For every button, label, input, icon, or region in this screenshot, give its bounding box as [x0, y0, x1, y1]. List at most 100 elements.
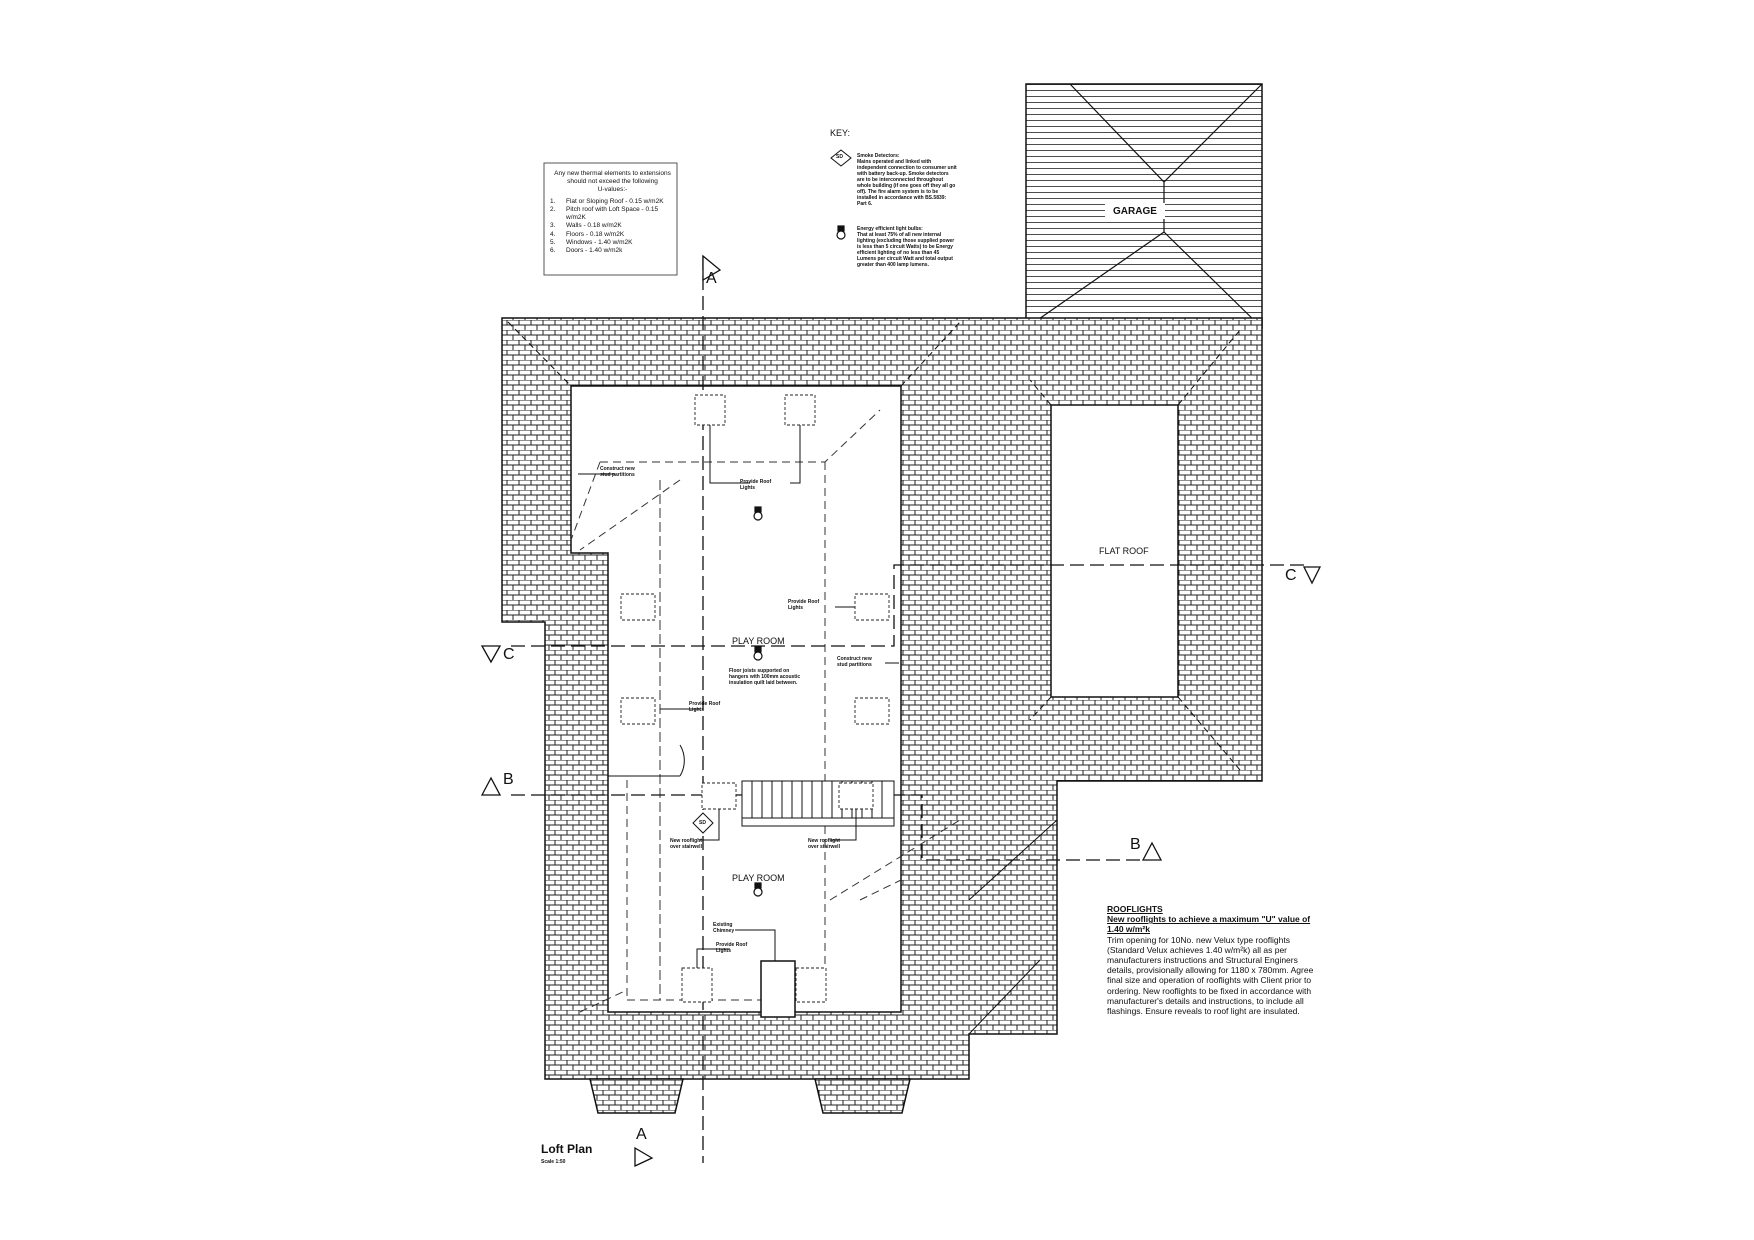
uvalue-text: Flat or Sloping Roof - 0.15 w/m2K — [566, 198, 664, 205]
uvalues-intro-line: U-values:- — [597, 186, 628, 194]
label-line: hangers with 100mm acoustic — [729, 674, 801, 680]
uvalue-num: 2. — [550, 206, 556, 214]
uvalue-text: Pitch roof with Loft Space - 0.15 — [566, 206, 659, 214]
uvalues-list: 1.Flat or Sloping Roof - 0.15 w/m2K 2. Pi… — [550, 198, 675, 255]
light-bulb-icon — [753, 646, 763, 661]
uvalue-text: w/m2K — [566, 214, 586, 222]
uvalue-item: 6.Doors - 1.40 w/m2k — [550, 247, 675, 255]
uvalue-item: 2. Pitch roof with Loft Space - 0.15 — [550, 206, 675, 214]
uvalues-intro-line: Any new thermal elements to extensions — [554, 170, 671, 177]
uvalue-item: 1.Flat or Sloping Roof - 0.15 w/m2K — [550, 198, 675, 206]
label-line: Lights — [788, 605, 803, 611]
label-line: Chimney — [713, 928, 735, 934]
uvalue-text: Windows - 1.40 w/m2K — [566, 238, 633, 246]
existing-chimney — [760, 960, 796, 1018]
section-b-left-label: B — [503, 771, 514, 788]
key-line: Part 6. — [857, 201, 873, 207]
garage-label: GARAGE — [1113, 206, 1157, 217]
key-line: independent connection to consumer unit — [857, 165, 957, 171]
leader-lines — [578, 425, 899, 968]
section-markers — [480, 254, 1322, 1168]
rooflights — [620, 394, 890, 1003]
uvalue-text: Doors - 1.40 w/m2k — [566, 246, 623, 254]
garage-roof — [1025, 83, 1263, 329]
label-line: insulation quilt laid between. — [729, 680, 798, 686]
label-line: Provide Roof — [740, 479, 772, 485]
rooflight — [701, 782, 737, 810]
drawing-title: Loft Plan — [541, 1142, 593, 1156]
rooflight — [620, 697, 656, 725]
uvalue-item: 3.Walls - 0.18 w/m2K — [550, 222, 675, 230]
play-room-lower-label: PLAY ROOM — [732, 873, 785, 883]
note-line: final size and operation of rooflights w… — [1107, 975, 1312, 986]
label-line: New rooflight — [808, 838, 840, 844]
label-line: Floor joists supported on — [729, 668, 790, 674]
key-line: with battery back-up. Smoke detectors — [857, 171, 949, 177]
key-smoke-symbol: SD — [836, 154, 843, 160]
structure-lines — [570, 409, 961, 1013]
uvalue-num: 3. — [550, 222, 556, 230]
label-line: stud partitions — [837, 662, 872, 668]
note-line: Trim opening for 10No. new Velux type ro… — [1107, 934, 1291, 945]
key-title: KEY: — [830, 128, 851, 138]
key-line: Mains operated and linked with — [857, 159, 932, 165]
key-line: off). The fire alarm system is to be — [857, 189, 939, 195]
key-smoke-detector-icon — [830, 149, 852, 167]
label-line: New rooflight — [670, 838, 702, 844]
section-a-top-label: A — [706, 270, 717, 287]
section-b-right-marker — [1141, 841, 1163, 861]
section-b-right-label: B — [1130, 836, 1141, 853]
smoke-detector-icon — [692, 812, 714, 834]
light-bulb-icons — [753, 225, 846, 897]
section-c-right-label: C — [1285, 567, 1297, 584]
key-line: whole building (if one goes off they all… — [857, 183, 956, 189]
smoke-detector-label: SD — [699, 820, 706, 826]
note-line: ordering. New rooflights to be fixed in … — [1107, 985, 1312, 996]
rooflight — [694, 394, 726, 426]
section-a-bottom-label: A — [636, 1126, 647, 1143]
section-b-left-marker — [480, 776, 502, 796]
uvalue-num: 5. — [550, 238, 556, 246]
section-c-left-label: C — [503, 646, 515, 663]
rooflight — [854, 593, 890, 621]
drawing-scale: Scale 1:50 — [541, 1159, 566, 1165]
section-c-right-marker — [1302, 566, 1322, 585]
key-line: Smoke Detectors: — [857, 153, 900, 159]
label-line: stud partitions — [600, 472, 635, 478]
label-line: Lights — [716, 948, 731, 954]
rooflight — [681, 967, 713, 1003]
note-line: (Standard Velux achieves 1.40 w/m²k) all… — [1107, 944, 1288, 955]
key-line: That at least 75% of all new internal — [857, 232, 942, 238]
light-bulb-icon — [753, 506, 763, 521]
rooflight — [838, 782, 874, 810]
label-line: over stairwell — [670, 844, 702, 850]
uvalue-num: 4. — [550, 230, 556, 238]
uvalue-text: Floors - 0.18 w/m2K — [566, 230, 625, 238]
flat-roof-label: FLAT ROOF — [1099, 546, 1149, 556]
play-room-upper-label: PLAY ROOM — [732, 636, 785, 646]
uvalue-item: w/m2K — [550, 214, 675, 222]
key-smoke-text: Smoke Detectors:Mains operated and linke… — [857, 153, 957, 207]
label-line: Construct new — [837, 656, 872, 662]
key-line: efficient lighting of no less than 45 — [857, 250, 940, 256]
note-line: manufacturer's details and instructions,… — [1107, 995, 1304, 1006]
key-line: are to be interconnected throughout — [857, 177, 944, 183]
note-line: 1.40 w/m²k — [1107, 924, 1150, 935]
key-line: greater than 400 lamp lumens. — [857, 262, 929, 268]
light-bulb-icon — [753, 882, 763, 897]
key-line: is less than 5 circuit Watts) to be Ener… — [857, 244, 953, 250]
rooflight — [784, 394, 816, 426]
key-line: lighting (excluding those supplied power — [857, 238, 955, 244]
rooflights-heading: ROOFLIGHTS — [1107, 904, 1163, 914]
uvalues-intro-line: should not exceed the following — [567, 178, 658, 186]
note-line: flashings. Ensure reveals to roof light … — [1107, 1005, 1300, 1016]
label-line: Construct new — [600, 466, 635, 472]
section-a-bottom-marker — [634, 1146, 654, 1168]
